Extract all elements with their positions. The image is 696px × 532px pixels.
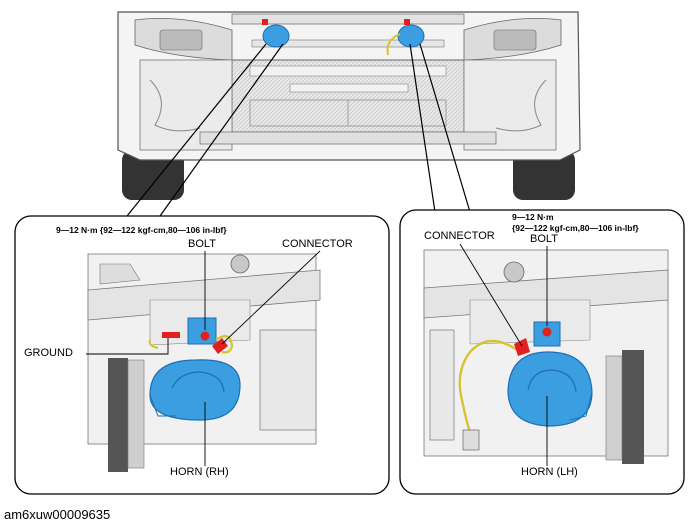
lh-connector	[514, 338, 530, 356]
horn-lh-overview	[397, 24, 425, 48]
lh-torque-spec-line2: {92—122 kgf-cm,80—106 in-lbf}	[512, 223, 639, 233]
lh-bolt-label: BOLT	[530, 233, 558, 245]
horn-rh-overview	[262, 24, 290, 48]
rh-bolt-label: BOLT	[188, 238, 216, 250]
rh-ground-label: GROUND	[24, 347, 73, 359]
figure-id: am6xuw00009635	[4, 507, 111, 522]
callout-leaders	[126, 43, 471, 217]
left-tire	[122, 150, 184, 200]
lh-wire-harness	[458, 339, 521, 433]
rh-connector-label: CONNECTOR	[282, 238, 353, 250]
rh-horn	[149, 359, 241, 421]
rh-bolt-marker	[200, 331, 210, 341]
lh-connector-label: CONNECTOR	[424, 230, 495, 242]
lh-side-bracket	[622, 350, 644, 464]
rh-horn-label: HORN (RH)	[170, 466, 229, 478]
rh-side-bracket	[108, 358, 128, 472]
rh-ground-terminal	[162, 332, 180, 338]
rh-horn-bracket	[187, 317, 217, 345]
lh-horn	[507, 351, 593, 427]
lh-horn-label: HORN (LH)	[521, 466, 578, 478]
lh-bolt-marker	[542, 327, 552, 337]
right-tire	[513, 150, 575, 200]
vehicle-front-overview	[117, 11, 581, 200]
rh-detail-panel	[14, 215, 390, 495]
lh-torque-spec-line1: 9—12 N·m	[512, 212, 554, 222]
lh-detail-panel	[399, 209, 685, 495]
upper-cross-member	[231, 13, 465, 25]
rh-torque-spec: 9—12 N·m {92—122 kgf-cm,80—106 in-lbf}	[56, 225, 227, 235]
